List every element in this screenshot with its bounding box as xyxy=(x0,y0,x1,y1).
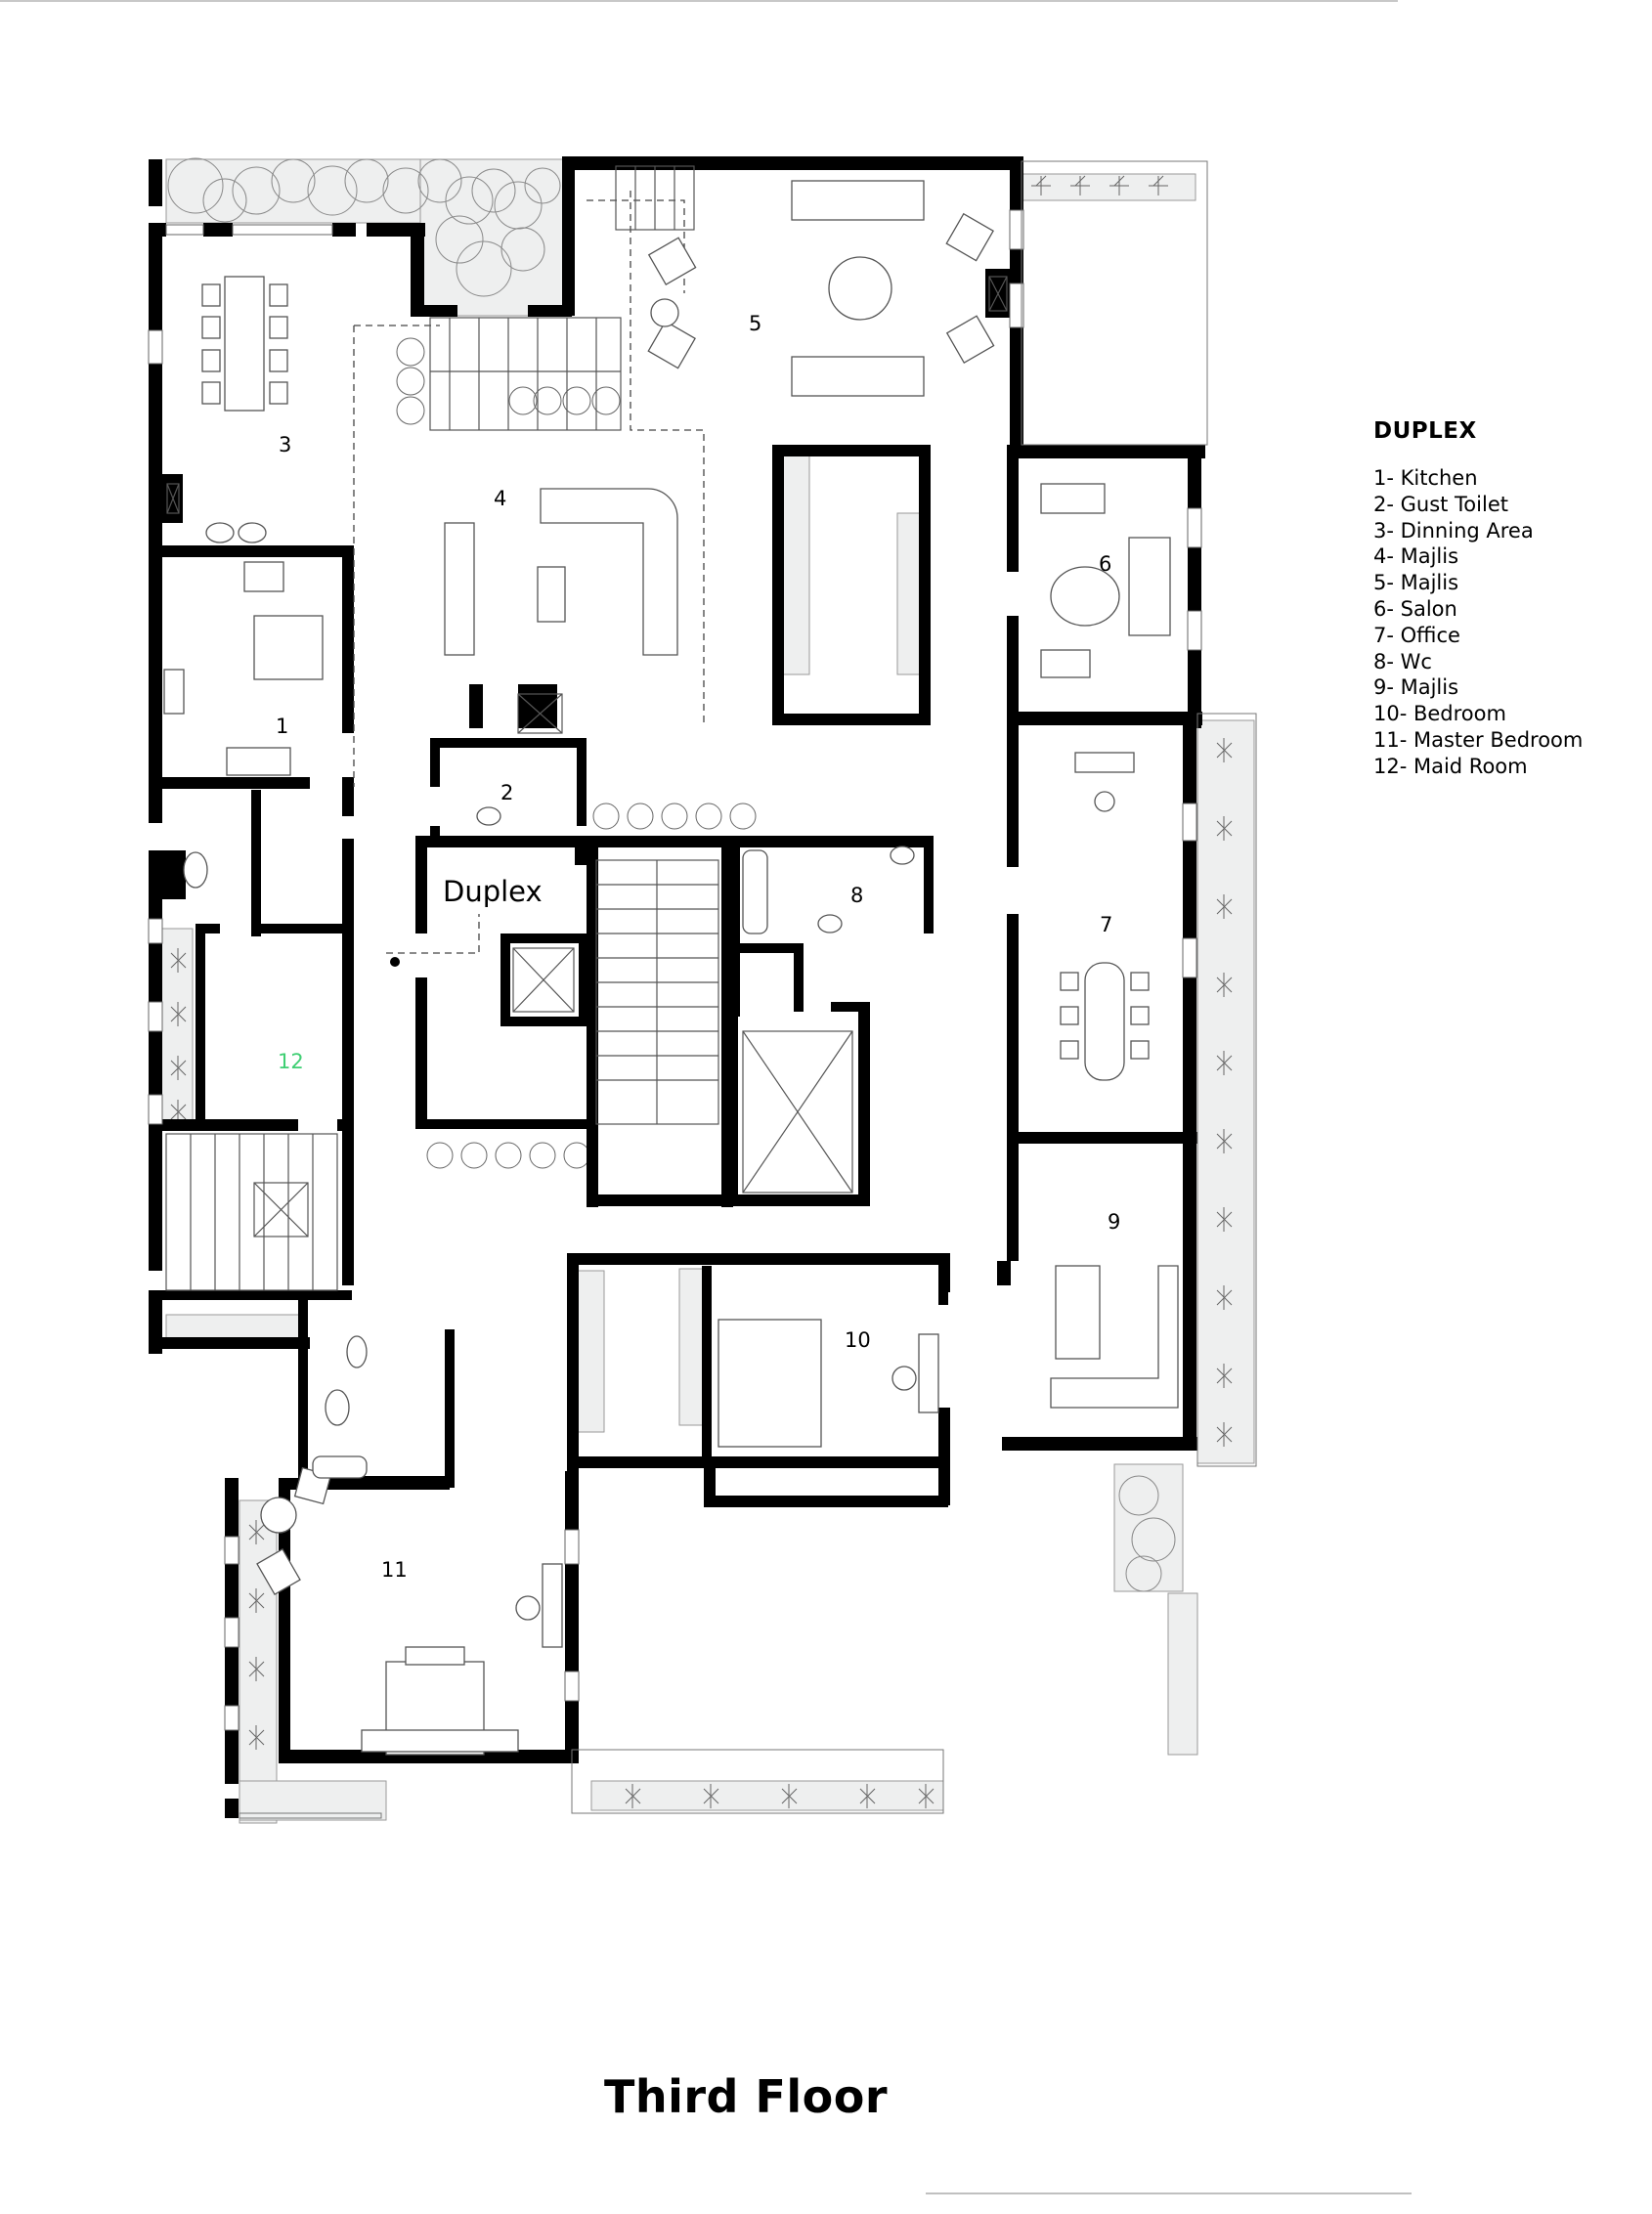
room-number-6: 6 xyxy=(1099,552,1111,576)
room-number-1: 1 xyxy=(276,715,288,738)
legend-title: DUPLEX xyxy=(1373,418,1477,444)
stairs xyxy=(165,165,719,1291)
shafts xyxy=(166,276,1008,1237)
terrace-right-planter xyxy=(1167,1592,1198,1756)
top-border-line xyxy=(0,0,1398,2)
entrance-marker xyxy=(390,957,400,967)
legend: DUPLEX 1- Kitchen 2- Gust Toilet 3- Dinn… xyxy=(1373,418,1583,780)
legend-item: 7- Office xyxy=(1373,623,1460,647)
bedroom-planter-b xyxy=(678,1268,705,1426)
tree-icons xyxy=(167,157,1176,1592)
room-number-7: 7 xyxy=(1100,913,1112,936)
majlis-planter-a xyxy=(781,454,810,675)
legend-item: 10- Bedroom xyxy=(1373,702,1506,726)
legend-item: 3- Dinning Area xyxy=(1373,518,1534,543)
furniture xyxy=(163,180,1179,1756)
bottom-border-line xyxy=(926,2192,1412,2194)
legend-item: 4- Majlis xyxy=(1373,544,1459,569)
room-number-11: 11 xyxy=(381,1558,408,1582)
master-bedroom-planter xyxy=(239,1499,278,1824)
bottom-planter xyxy=(590,1780,944,1811)
courtyard-garden xyxy=(419,158,573,317)
room-number-12: 12 xyxy=(278,1050,304,1073)
entrance-label: Duplex xyxy=(443,875,543,908)
legend-item: 12- Maid Room xyxy=(1373,754,1528,778)
room-number-8: 8 xyxy=(850,884,863,907)
top-right-planter xyxy=(1021,173,1196,201)
room-number-2: 2 xyxy=(500,781,513,804)
legend-item: 11- Master Bedroom xyxy=(1373,727,1584,752)
legend-item: 9- Majlis xyxy=(1373,675,1459,700)
room-number-5: 5 xyxy=(749,312,761,335)
room-number-3: 3 xyxy=(279,433,291,456)
plant-icons xyxy=(170,175,1233,1808)
right-planter xyxy=(1196,719,1255,1464)
room-number-9: 9 xyxy=(1108,1210,1120,1234)
outlines xyxy=(239,160,1257,1819)
legend-item: 1- Kitchen xyxy=(1373,466,1478,490)
windows xyxy=(148,209,1202,1731)
legend-item: 6- Salon xyxy=(1373,596,1457,621)
legend-item: 5- Majlis xyxy=(1373,571,1459,595)
bedroom-planter-a xyxy=(576,1270,605,1433)
terrace-garden xyxy=(1113,1463,1184,1592)
legend-item: 8- Wc xyxy=(1373,649,1432,673)
walls xyxy=(149,156,1205,1818)
room-number-4: 4 xyxy=(494,487,506,510)
legend-item: 2- Gust Toilet xyxy=(1373,492,1508,516)
bottom-left-planter xyxy=(239,1780,387,1821)
legend-list: 1- Kitchen 2- Gust Toilet 3- Dinning Are… xyxy=(1373,465,1583,780)
room-number-10: 10 xyxy=(845,1328,871,1352)
floor-title: Third Floor xyxy=(603,2070,889,2123)
